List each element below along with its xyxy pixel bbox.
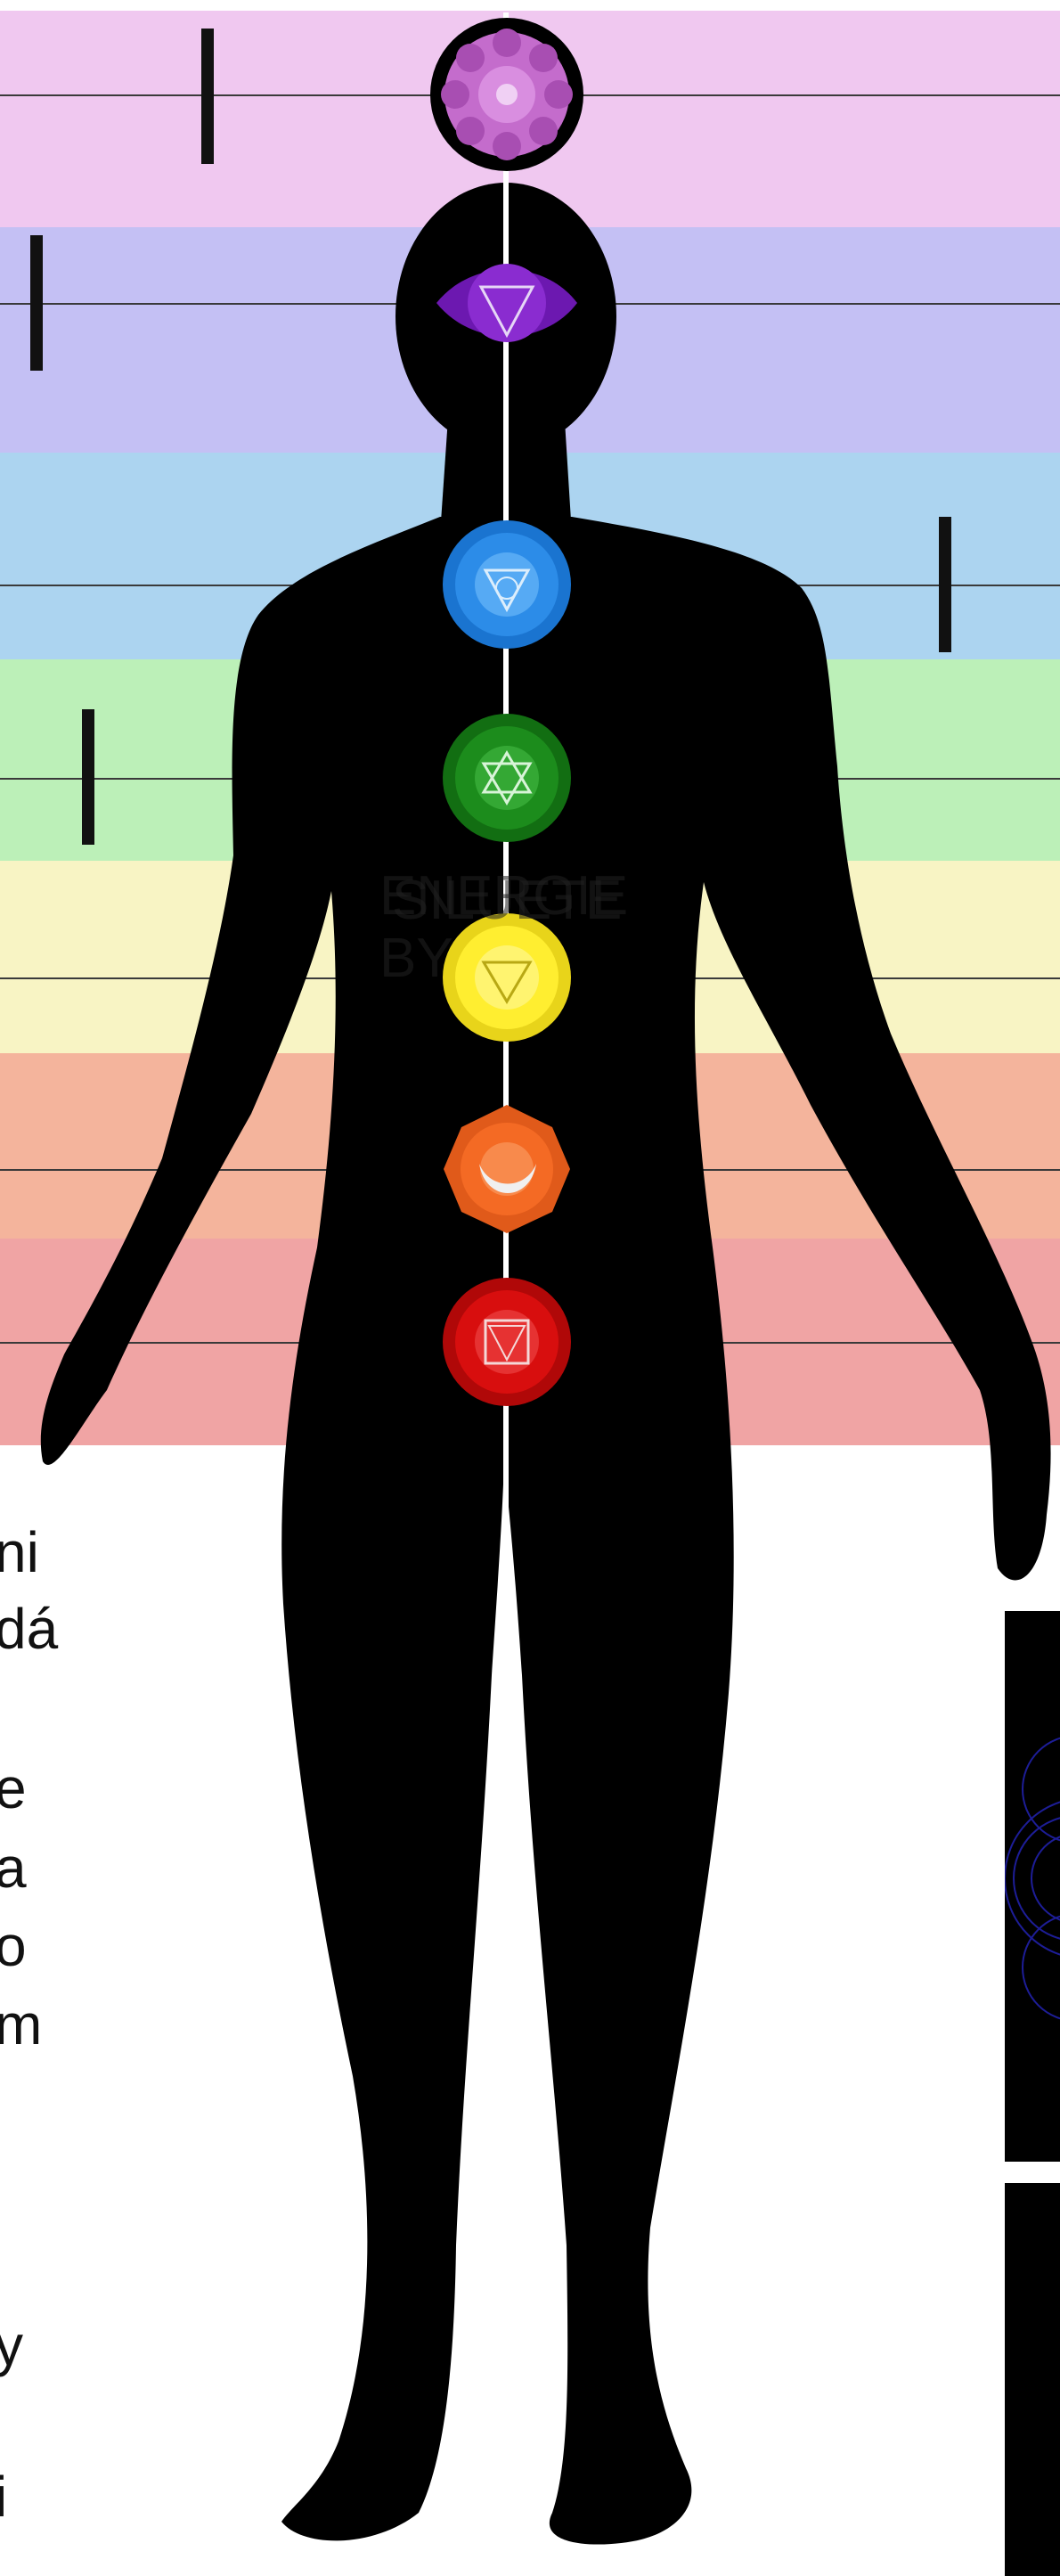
text-fragment-4: a: [0, 1839, 27, 1896]
heart-chakra-icon: [443, 714, 571, 842]
text-fragment-8: i: [0, 2468, 7, 2525]
text-fragment-7: y: [0, 2317, 23, 2374]
throat-chakra-icon: [443, 520, 571, 649]
mandala-thumbnail[interactable]: [1005, 1611, 1060, 2162]
solar-plexus-chakra-icon: [443, 913, 571, 1042]
overlay-text-2: BY: [379, 931, 453, 986]
text-fragment-3: e: [0, 1760, 27, 1817]
root-chakra-icon: [443, 1278, 571, 1406]
text-fragment-5: o: [0, 1918, 27, 1975]
text-fragment-6: m: [0, 1996, 42, 2053]
crown-chakra-icon: [430, 18, 583, 171]
text-fragment-2: dá: [0, 1600, 58, 1657]
dark-thumbnail[interactable]: [1005, 2183, 1060, 2576]
mandala-pattern-icon: [1005, 1611, 1060, 2162]
overlay-text-1b: SILUETE: [392, 873, 622, 928]
text-fragment-1: ni: [0, 1524, 39, 1581]
